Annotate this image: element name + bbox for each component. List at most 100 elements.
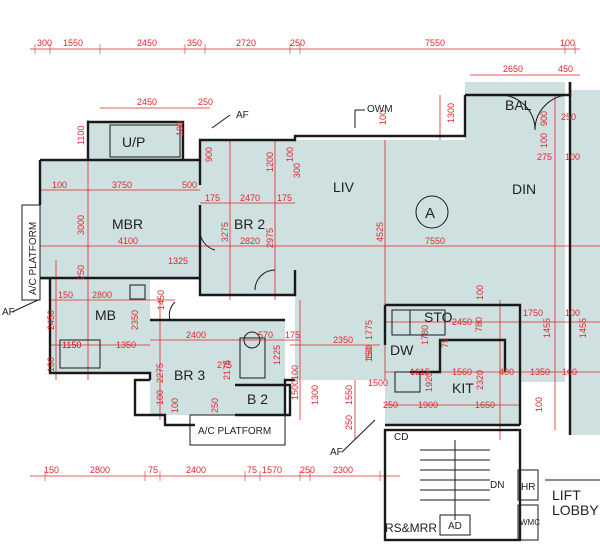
room-label-ad: AD: [448, 521, 462, 532]
dim-br3-2: 175: [285, 330, 300, 340]
room-label-br3: BR 3: [174, 367, 205, 383]
dim-bal-2: 250: [561, 112, 576, 122]
dim-br3v-6: 100: [170, 398, 180, 413]
room-label-din: DIN: [512, 181, 536, 197]
af-label-left: AF: [2, 307, 15, 318]
room-label-rs-mrr: RS&MRR: [385, 521, 437, 535]
room-label-dn: DN: [490, 480, 504, 491]
dim-top-2: 2450: [137, 38, 157, 48]
dim-bottom-5: 1570: [262, 465, 282, 475]
dim-misc-1: 100: [378, 110, 388, 125]
dim-sto-13: 100: [562, 367, 577, 377]
dim-sto-6: 150: [364, 347, 374, 362]
dim-br2-2: 175: [277, 193, 292, 203]
dim-br3-4: 2350: [333, 335, 353, 345]
dim-top-3: 350: [187, 38, 202, 48]
ac-platform-left-label: A/C PLATFORM: [28, 222, 39, 295]
dim-liv-4: 3275: [220, 222, 230, 242]
dim-sto-10: 2320: [475, 370, 485, 390]
dim-bal-0: 1300: [446, 103, 456, 123]
dim-din-0: 7550: [425, 236, 445, 246]
dim-br3v-3: 1500: [290, 380, 300, 400]
dim-right-4: 1455: [578, 318, 588, 338]
dim-row2-1: 450: [558, 64, 573, 74]
fixtures: [21, 94, 571, 446]
dim-row3-0: 2450: [137, 97, 157, 107]
dim-right-3: 1455: [542, 318, 552, 338]
dim-br3v-5: 250: [210, 398, 220, 413]
dim-br3v-1: 2175: [222, 360, 232, 380]
owm-label: OWM: [367, 104, 393, 115]
dim-right-5: 100: [565, 308, 580, 318]
dim-br3v-0: 2275: [155, 363, 165, 383]
dim-sto-2: 1775: [364, 320, 374, 340]
room-label-kit: KIT: [452, 380, 474, 396]
lift-lobby-label-1: LIFT: [552, 487, 581, 503]
dim-liv-6: 1325: [168, 256, 188, 266]
dim-kit-1: 1900: [418, 400, 438, 410]
dim-top-4: 2720: [236, 38, 256, 48]
dim-br2-0: 175: [205, 193, 220, 203]
grid-marker-circle: [415, 195, 449, 229]
dim-bottom-3: 2400: [186, 465, 206, 475]
room-label-sto: STO: [424, 309, 453, 325]
dim-mb-3: 2350: [130, 310, 140, 330]
dim-right-1: 100: [565, 152, 580, 162]
dim-mbr2-0: 4100: [118, 236, 138, 246]
dim-vleft-1: 3000: [76, 215, 86, 235]
dim-mb-4: 1150: [62, 340, 81, 350]
dim-sto-12: 1350: [530, 367, 550, 377]
dim-misc-2: 900: [204, 147, 214, 162]
dim-top-1: 1550: [63, 38, 83, 48]
dim-top-5: 250: [290, 38, 305, 48]
dim-bal-3: 100: [539, 133, 549, 148]
room-label-liv: LIV: [333, 179, 355, 195]
dim-vleft-5: 100: [46, 357, 56, 372]
dim-mbr-1: 3750: [112, 180, 132, 190]
dim-kit-2: 1650: [475, 400, 495, 410]
dim-br2-1: 2470: [240, 193, 260, 203]
dim-mb-5: 1350: [116, 340, 136, 350]
dim-bottom-1: 2800: [90, 465, 110, 475]
dim-sto-11: 400: [499, 367, 514, 377]
dim-br3v-8: 250: [344, 415, 354, 430]
dim-br3v-2: 100: [155, 390, 165, 405]
dim-right-0: 275: [537, 152, 552, 162]
dim-liv-5: 2975: [265, 228, 275, 248]
dim-sto-0: 2450: [452, 317, 472, 327]
dim-mb-0: 150: [58, 290, 73, 300]
dim-mb-2: 1450: [156, 290, 166, 310]
dim-bottom-2: 75: [148, 465, 158, 475]
dim-sto-14: 1500: [368, 378, 388, 388]
dim-kit-0: 250: [383, 400, 398, 410]
dim-br3-3: 1225: [272, 345, 282, 365]
af-label-bottom: AF: [330, 447, 343, 458]
dim-sto-7: 1920: [424, 372, 434, 392]
room-label-cd: CD: [394, 432, 408, 443]
dim-kit-3: 1550: [344, 385, 354, 405]
dim-misc-0: 100: [175, 121, 185, 136]
room-label-bal: BAL: [505, 97, 532, 113]
dimension-lines: [30, 48, 600, 477]
dim-row2-0: 2650: [503, 64, 523, 74]
dim-sto-9: 1560: [452, 367, 472, 377]
dim-mb-1: 2800: [92, 290, 112, 300]
room-label-b2: B 2: [247, 391, 268, 407]
dim-vleft-0: 1100: [76, 126, 86, 145]
dim-sto-4: 100: [475, 285, 485, 300]
dim-br3-0: 2400: [186, 330, 206, 340]
dim-sto-1: 780: [474, 317, 484, 332]
stair-core: [383, 428, 600, 542]
dim-liv-1: 100: [285, 147, 295, 162]
room-label-wmc: WMC: [520, 518, 540, 527]
dimension-ticks: [34, 44, 576, 481]
dim-bottom-4: 75: [247, 465, 257, 475]
dim-br3-5: 150: [364, 345, 374, 360]
room-label-up: U/P: [122, 134, 145, 150]
dim-br3v-7: 100: [290, 365, 300, 380]
room-label-dw: DW: [390, 342, 414, 358]
room-label-br2: BR 2: [234, 216, 265, 232]
dim-br3-1: 570: [258, 330, 273, 340]
dim-sto-3: 1780: [420, 325, 430, 345]
